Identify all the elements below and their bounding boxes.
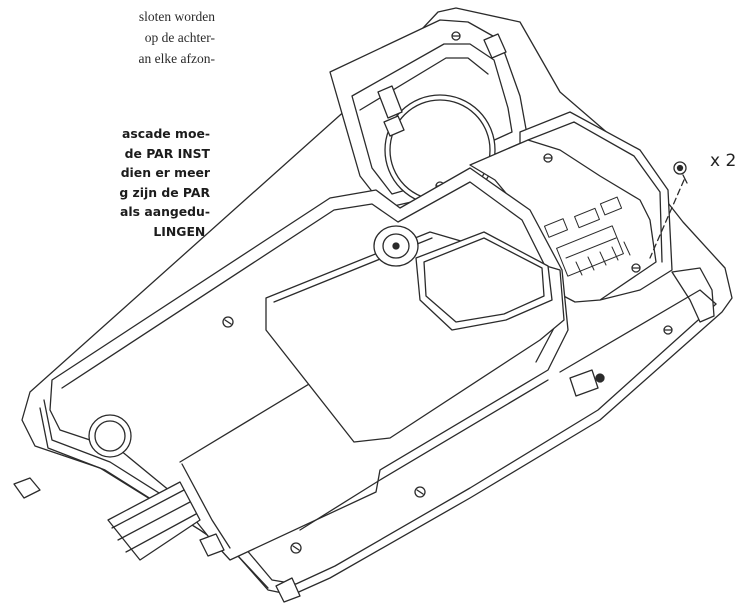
- cover-pad: [415, 231, 553, 331]
- paragraph-line: op de achter-: [144, 30, 215, 45]
- housing-inner-edge: [43, 303, 717, 585]
- mounting-tab: [275, 577, 301, 603]
- side-bracket: [569, 369, 599, 397]
- paragraph-line: an elke afzon-: [138, 51, 215, 66]
- screw-icon: [663, 325, 673, 335]
- quantity-label: x 2: [710, 151, 737, 171]
- screw-icon: [595, 373, 605, 383]
- fan-bracket: [377, 85, 403, 119]
- fan-bracket: [383, 115, 405, 137]
- terminal-connector: [543, 196, 631, 277]
- instruction-paragraph: sloten worden op de achter- an elke afzo…: [0, 6, 215, 69]
- fan-chamber-lip: [359, 57, 489, 111]
- note-line: de PAR INST: [124, 145, 210, 161]
- side-rail: [559, 289, 717, 373]
- note-line: dien er meer: [120, 165, 210, 181]
- mounting-tab: [199, 533, 225, 557]
- screw-icon: [631, 263, 641, 273]
- fan-chamber-inner: [351, 43, 513, 195]
- cooling-fins: [107, 481, 201, 561]
- screw-icon: [290, 542, 302, 554]
- grommet: [373, 225, 419, 267]
- screw-icon: [222, 316, 234, 328]
- screw-icon: [673, 161, 688, 184]
- main-cover-step: [181, 463, 231, 549]
- note-line: als aangedu-: [120, 204, 210, 220]
- screw-icon: [451, 31, 461, 41]
- note-line: ascade moe-: [122, 126, 210, 141]
- side-rail: [299, 379, 549, 531]
- port-opening: [88, 414, 132, 458]
- note-line: LINGEN.: [153, 223, 210, 239]
- cascade-note: ascade moe- de PAR INST dien er meer g z…: [0, 124, 210, 242]
- paragraph-line: sloten worden: [138, 9, 215, 24]
- screw-icon: [414, 486, 426, 498]
- cover-pad-inner: [423, 237, 545, 323]
- mount-bracket: [483, 33, 507, 59]
- note-line: g zijn de PAR: [119, 184, 210, 200]
- side-bracket: [671, 267, 715, 323]
- leader-line: [649, 179, 685, 259]
- mounting-tab: [13, 477, 41, 499]
- electronics-box-lid-edge: [527, 121, 663, 263]
- screw-icon: [543, 153, 553, 163]
